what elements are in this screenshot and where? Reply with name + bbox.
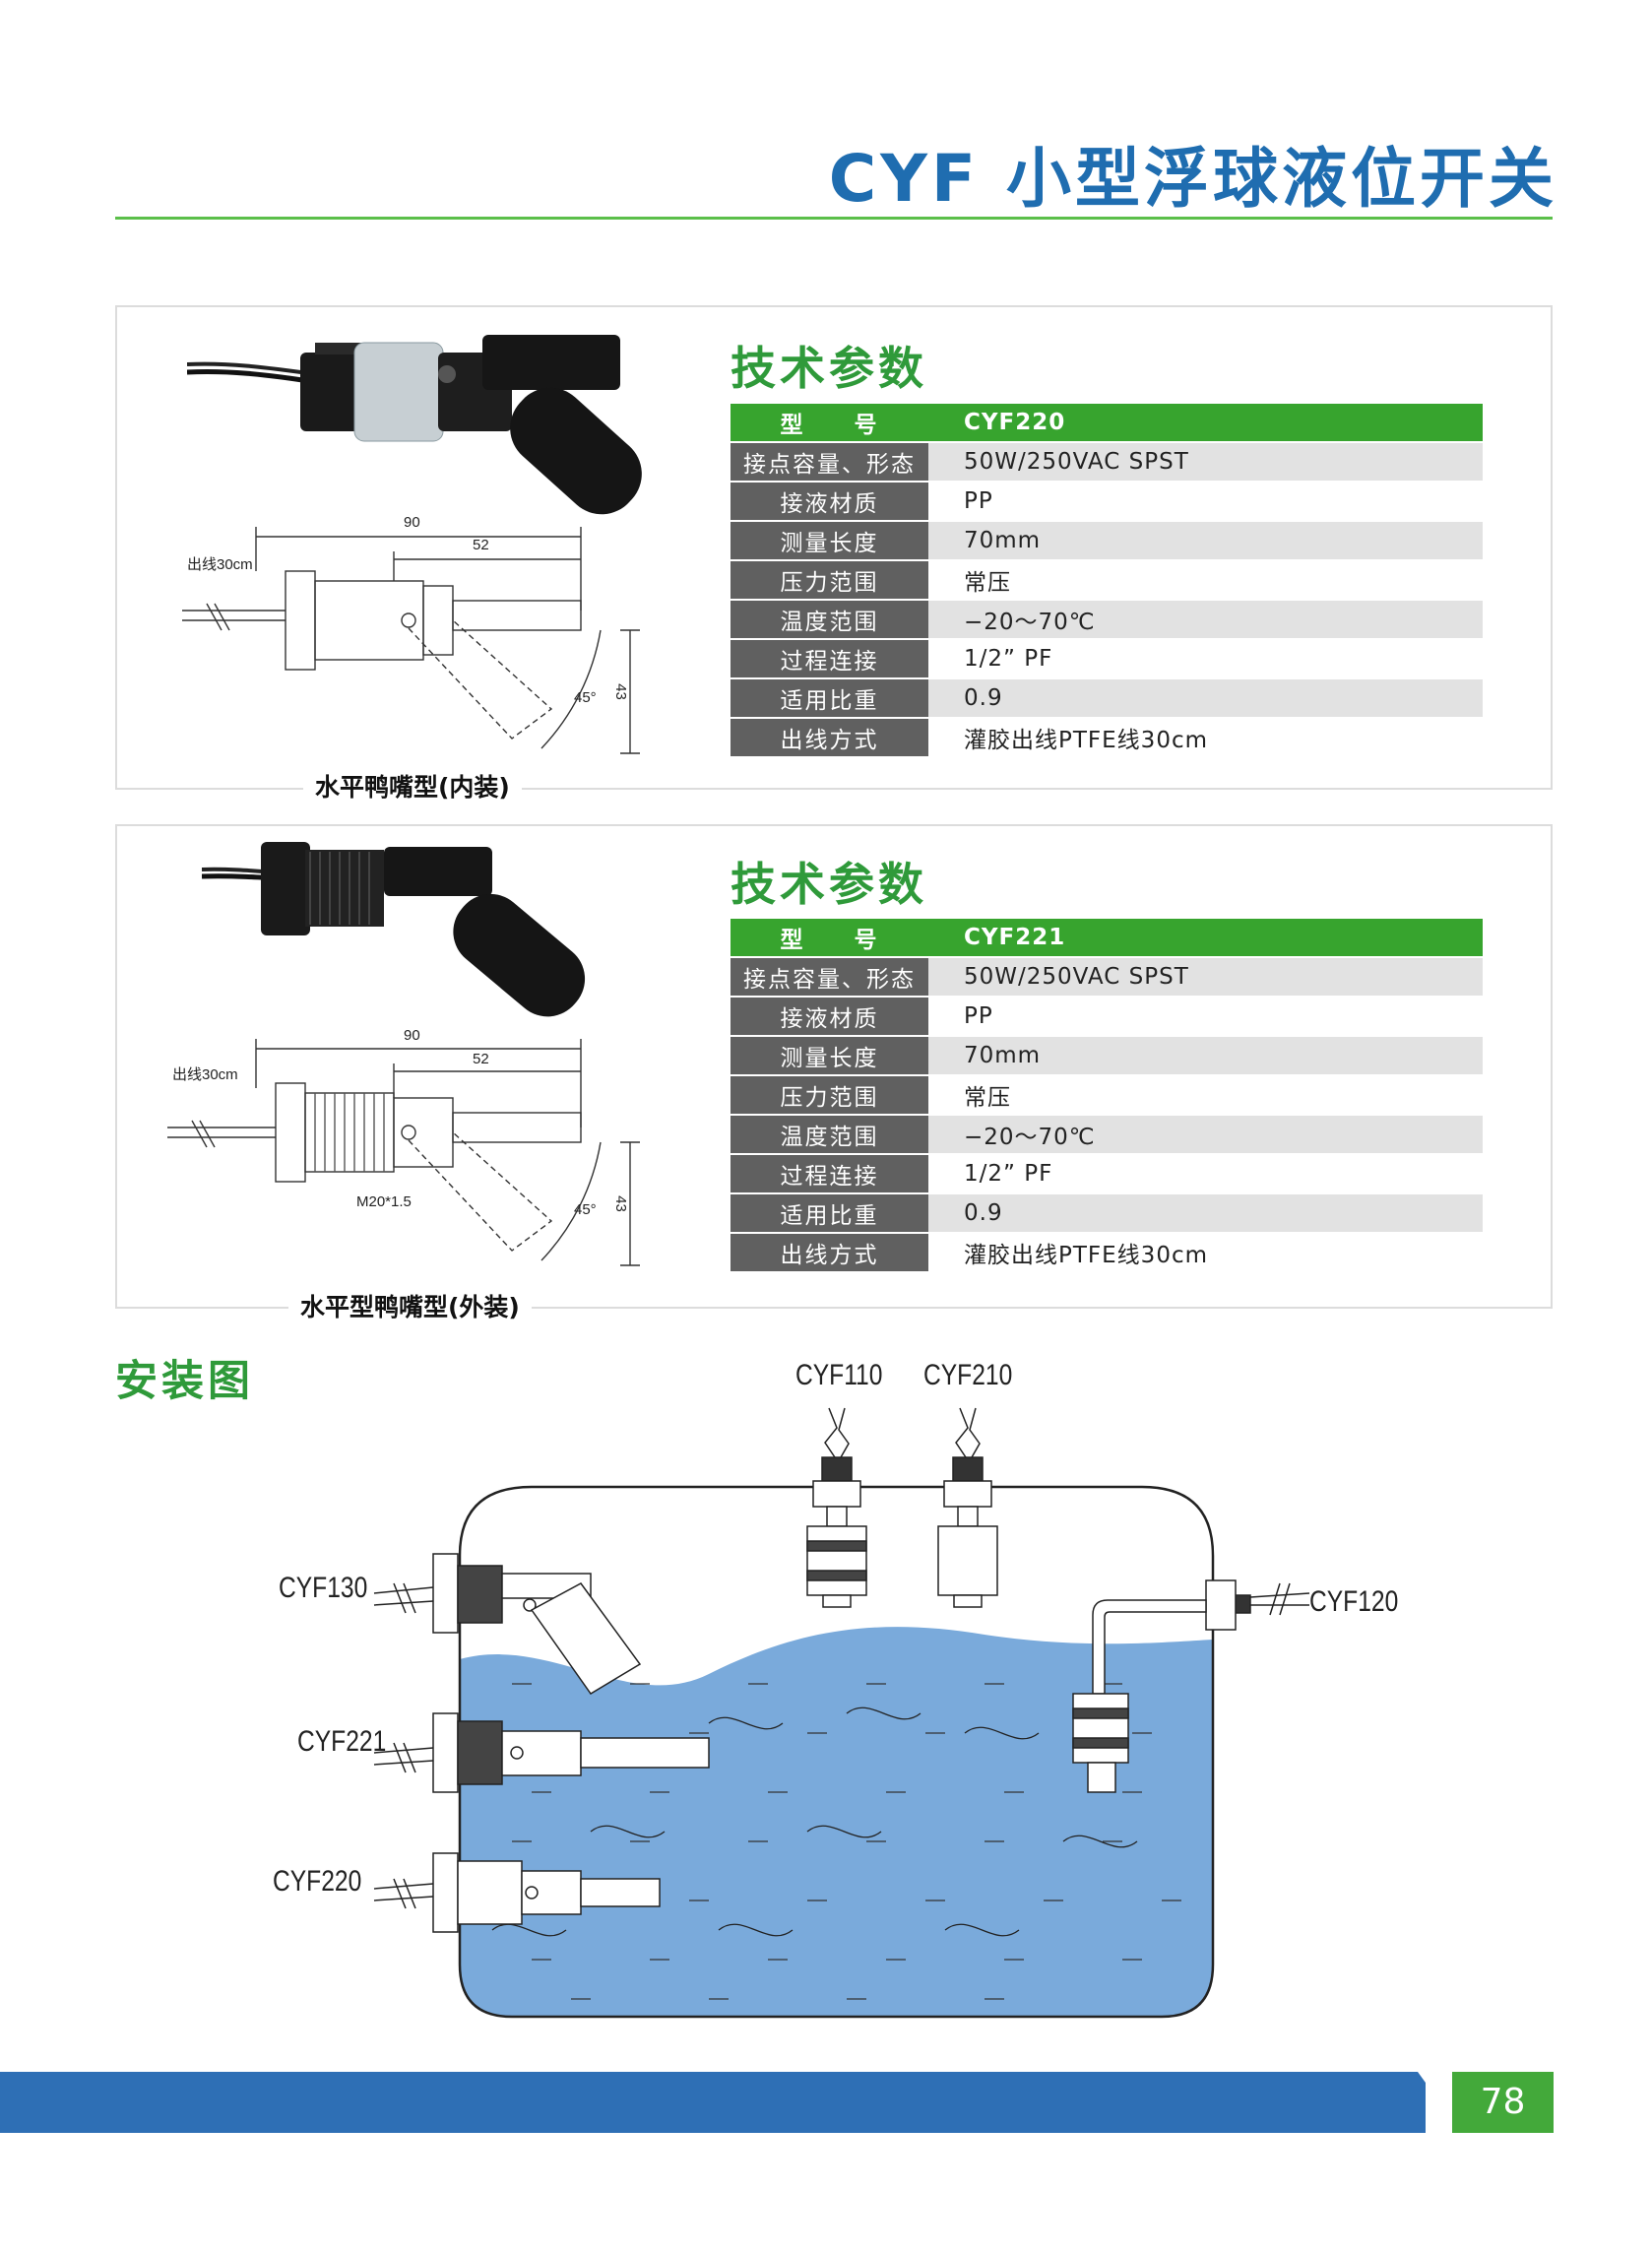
label-cyf130: CYF130 bbox=[279, 1572, 368, 1604]
spec-key: 温度范围 bbox=[731, 1115, 928, 1155]
dim-52: 52 bbox=[473, 537, 489, 553]
spec-value: 1/2” PF bbox=[928, 639, 1483, 679]
spec-key: 适用比重 bbox=[731, 678, 928, 719]
spec-value: 50W/250VAC SPST bbox=[928, 442, 1483, 483]
spec-key: 出线方式 bbox=[731, 718, 928, 758]
dim-90: 90 bbox=[404, 514, 420, 531]
product-photo-cyf221 bbox=[202, 842, 586, 1017]
spec-key: 出线方式 bbox=[731, 1233, 928, 1273]
spec-value: 50W/250VAC SPST bbox=[928, 957, 1483, 998]
dim-43: 43 bbox=[611, 1195, 629, 1212]
spec-value: −20～70℃ bbox=[928, 1115, 1483, 1155]
spec-value: PP bbox=[928, 482, 1483, 522]
installation-diagram bbox=[373, 1407, 1310, 2019]
label-cyf220: CYF220 bbox=[273, 1865, 362, 1898]
sensor-cyf210 bbox=[937, 1407, 998, 1608]
product-photo-cyf220 bbox=[187, 335, 642, 515]
label-cyf110: CYF110 bbox=[795, 1359, 883, 1391]
spec-key: 压力范围 bbox=[731, 560, 928, 601]
sensor-cyf120 bbox=[1072, 1579, 1310, 1793]
dim-90: 90 bbox=[404, 1027, 420, 1044]
page-title: CYF 小型浮球液位开关 bbox=[828, 141, 1557, 217]
spec-title: 技术参数 bbox=[731, 858, 927, 911]
spec-key: 接液材质 bbox=[731, 997, 928, 1037]
sensor-cyf110 bbox=[806, 1407, 867, 1608]
spec-value: 灌胶出线PTFE线30cm bbox=[928, 1233, 1483, 1273]
spec-key: 过程连接 bbox=[731, 639, 928, 679]
spec-value: 0.9 bbox=[928, 678, 1483, 719]
spec-key: 接点容量、形态 bbox=[731, 442, 928, 483]
spec-value: 70mm bbox=[928, 1036, 1483, 1076]
spec-value: PP bbox=[928, 997, 1483, 1037]
page-number: 78 bbox=[1480, 2082, 1526, 2122]
dimension-drawing-cyf221 bbox=[167, 1039, 640, 1266]
spec-value: 常压 bbox=[928, 1075, 1483, 1116]
spec-value: CYF220 bbox=[928, 404, 1483, 443]
dimension-drawing-cyf220 bbox=[182, 527, 640, 754]
sensor-cyf130 bbox=[373, 1553, 642, 1696]
dim-52: 52 bbox=[473, 1051, 489, 1067]
water-body bbox=[460, 1627, 1213, 2017]
page-number-box bbox=[1452, 2072, 1554, 2133]
dim-43: 43 bbox=[611, 683, 629, 700]
spec-key: 接点容量、形态 bbox=[731, 957, 928, 998]
product-caption: 水平型鸭嘴型(外装) bbox=[288, 1288, 532, 1323]
sensor-cyf220 bbox=[373, 1852, 661, 1933]
spec-value: 常压 bbox=[928, 560, 1483, 601]
title-divider bbox=[115, 217, 1553, 220]
spec-key: 压力范围 bbox=[731, 1075, 928, 1116]
label-cyf221: CYF221 bbox=[297, 1725, 387, 1758]
product-caption: 水平鸭嘴型(内装) bbox=[303, 768, 522, 804]
dim-cable: 出线30cm bbox=[187, 556, 253, 573]
dim-angle: 45° bbox=[574, 1201, 597, 1218]
spec-key: 测量长度 bbox=[731, 521, 928, 561]
spec-value: 1/2” PF bbox=[928, 1154, 1483, 1194]
label-cyf210: CYF210 bbox=[923, 1359, 1013, 1391]
tank-outline bbox=[458, 1485, 1215, 2019]
spec-key: 过程连接 bbox=[731, 1154, 928, 1194]
spec-title: 技术参数 bbox=[731, 342, 927, 395]
spec-key: 型 号 bbox=[731, 919, 928, 958]
spec-key: 温度范围 bbox=[731, 600, 928, 640]
footer-bar bbox=[0, 2072, 1426, 2133]
dim-thread: M20*1.5 bbox=[356, 1193, 412, 1210]
spec-key: 型 号 bbox=[731, 404, 928, 443]
spec-value: 0.9 bbox=[928, 1193, 1483, 1234]
spec-value: 灌胶出线PTFE线30cm bbox=[928, 718, 1483, 758]
spec-value: 70mm bbox=[928, 521, 1483, 561]
spec-key: 测量长度 bbox=[731, 1036, 928, 1076]
spec-value: CYF221 bbox=[928, 919, 1483, 958]
label-cyf120: CYF120 bbox=[1309, 1585, 1399, 1618]
sensor-cyf221 bbox=[373, 1712, 710, 1793]
dim-angle: 45° bbox=[574, 689, 597, 706]
spec-key: 接液材质 bbox=[731, 482, 928, 522]
spec-key: 适用比重 bbox=[731, 1193, 928, 1234]
spec-value: −20～70℃ bbox=[928, 600, 1483, 640]
dim-cable: 出线30cm bbox=[172, 1066, 238, 1083]
section-title-install: 安装图 bbox=[115, 1357, 254, 1406]
